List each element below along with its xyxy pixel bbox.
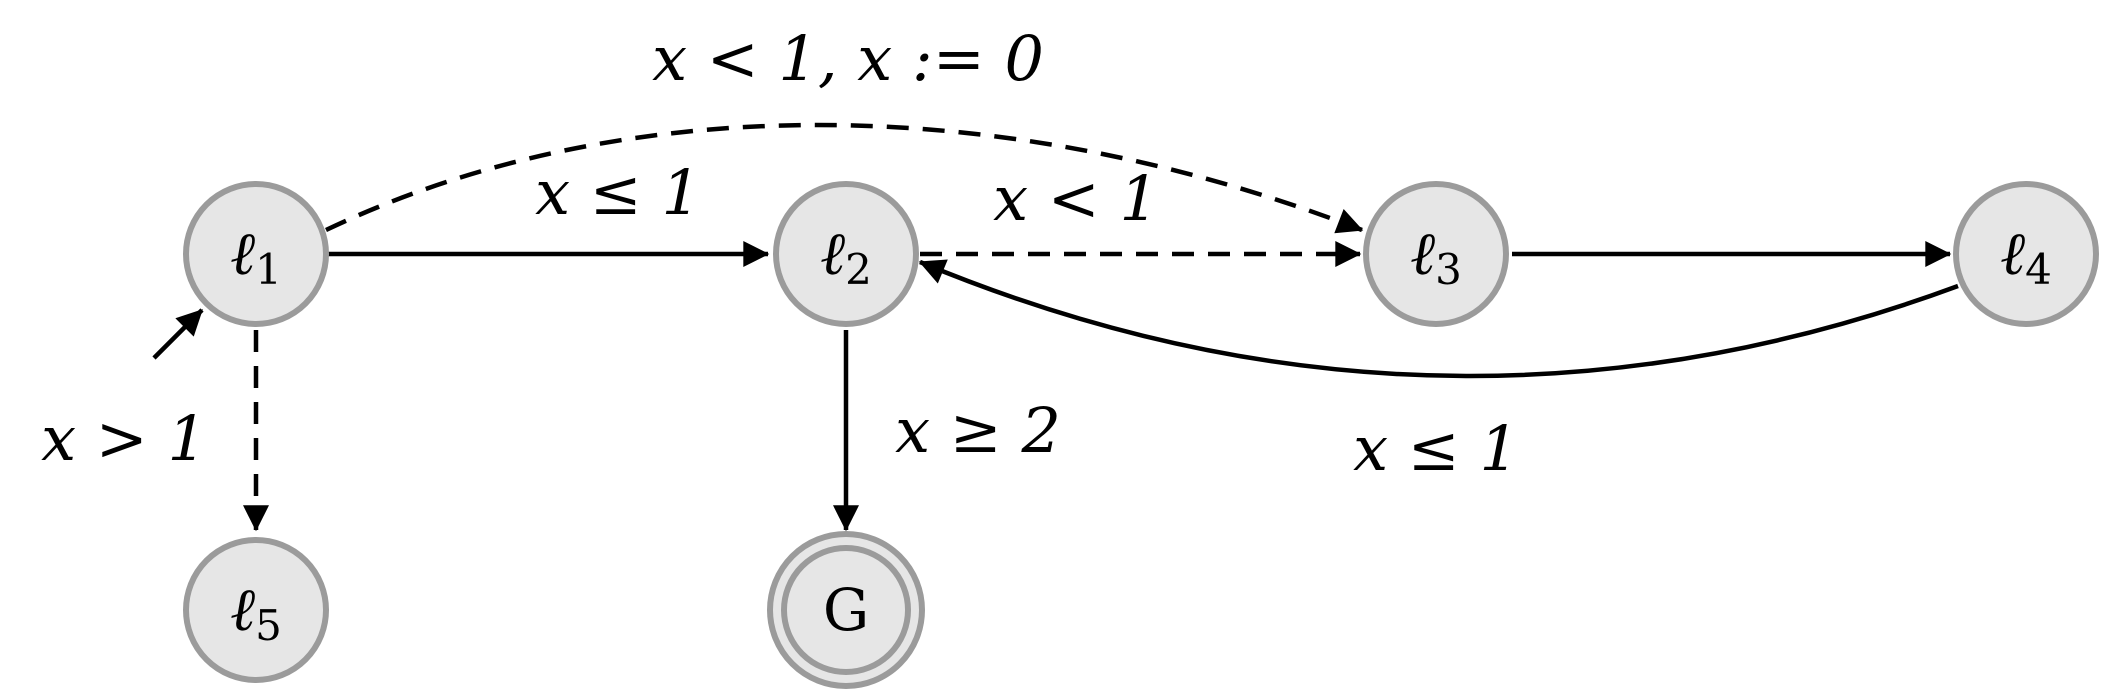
svg-text:ℓ5: ℓ5 <box>230 575 282 650</box>
initial-arrow <box>152 308 204 360</box>
edge-label-l4-l2: x ≤ 1 <box>1353 412 1519 485</box>
state-l4: ℓ4 <box>1953 181 2099 327</box>
state-goal: G <box>767 531 925 689</box>
state-l5-symbol: ℓ <box>230 575 255 645</box>
edge-l1-to-l3 <box>325 122 1364 234</box>
edge-label-l1-l2: x ≤ 1 <box>535 156 701 229</box>
svg-text:ℓ2: ℓ2 <box>820 219 872 294</box>
state-l4-symbol: ℓ <box>2000 219 2025 289</box>
state-l2-subscript: 2 <box>845 245 872 294</box>
state-l2: ℓ2 <box>773 181 919 327</box>
state-goal-label: G <box>823 576 869 644</box>
state-l5-subscript: 5 <box>255 601 282 650</box>
state-l3: ℓ3 <box>1363 181 1509 327</box>
state-l1-symbol: ℓ <box>230 219 255 289</box>
edge-l4-to-l2 <box>918 259 1959 379</box>
state-l2-symbol: ℓ <box>820 219 845 289</box>
state-l1-subscript: 1 <box>255 245 282 294</box>
state-l3-subscript: 3 <box>1435 245 1462 294</box>
state-l3-symbol: ℓ <box>1410 219 1435 289</box>
state-l5: ℓ5 <box>183 537 329 683</box>
state-l1: ℓ1 <box>183 181 329 327</box>
svg-text:ℓ1: ℓ1 <box>230 219 282 294</box>
state-l4-subscript: 4 <box>2025 245 2052 294</box>
edge-label-l2-goal: x ≥ 2 <box>895 394 1061 467</box>
svg-text:ℓ3: ℓ3 <box>1410 219 1462 294</box>
edge-label-l1-l3: x < 1, x := 0 <box>652 22 1044 95</box>
edge-label-l1-l5: x > 1 <box>41 402 207 475</box>
edge-label-l2-l3: x < 1 <box>993 162 1159 235</box>
svg-text:ℓ4: ℓ4 <box>2000 219 2052 294</box>
